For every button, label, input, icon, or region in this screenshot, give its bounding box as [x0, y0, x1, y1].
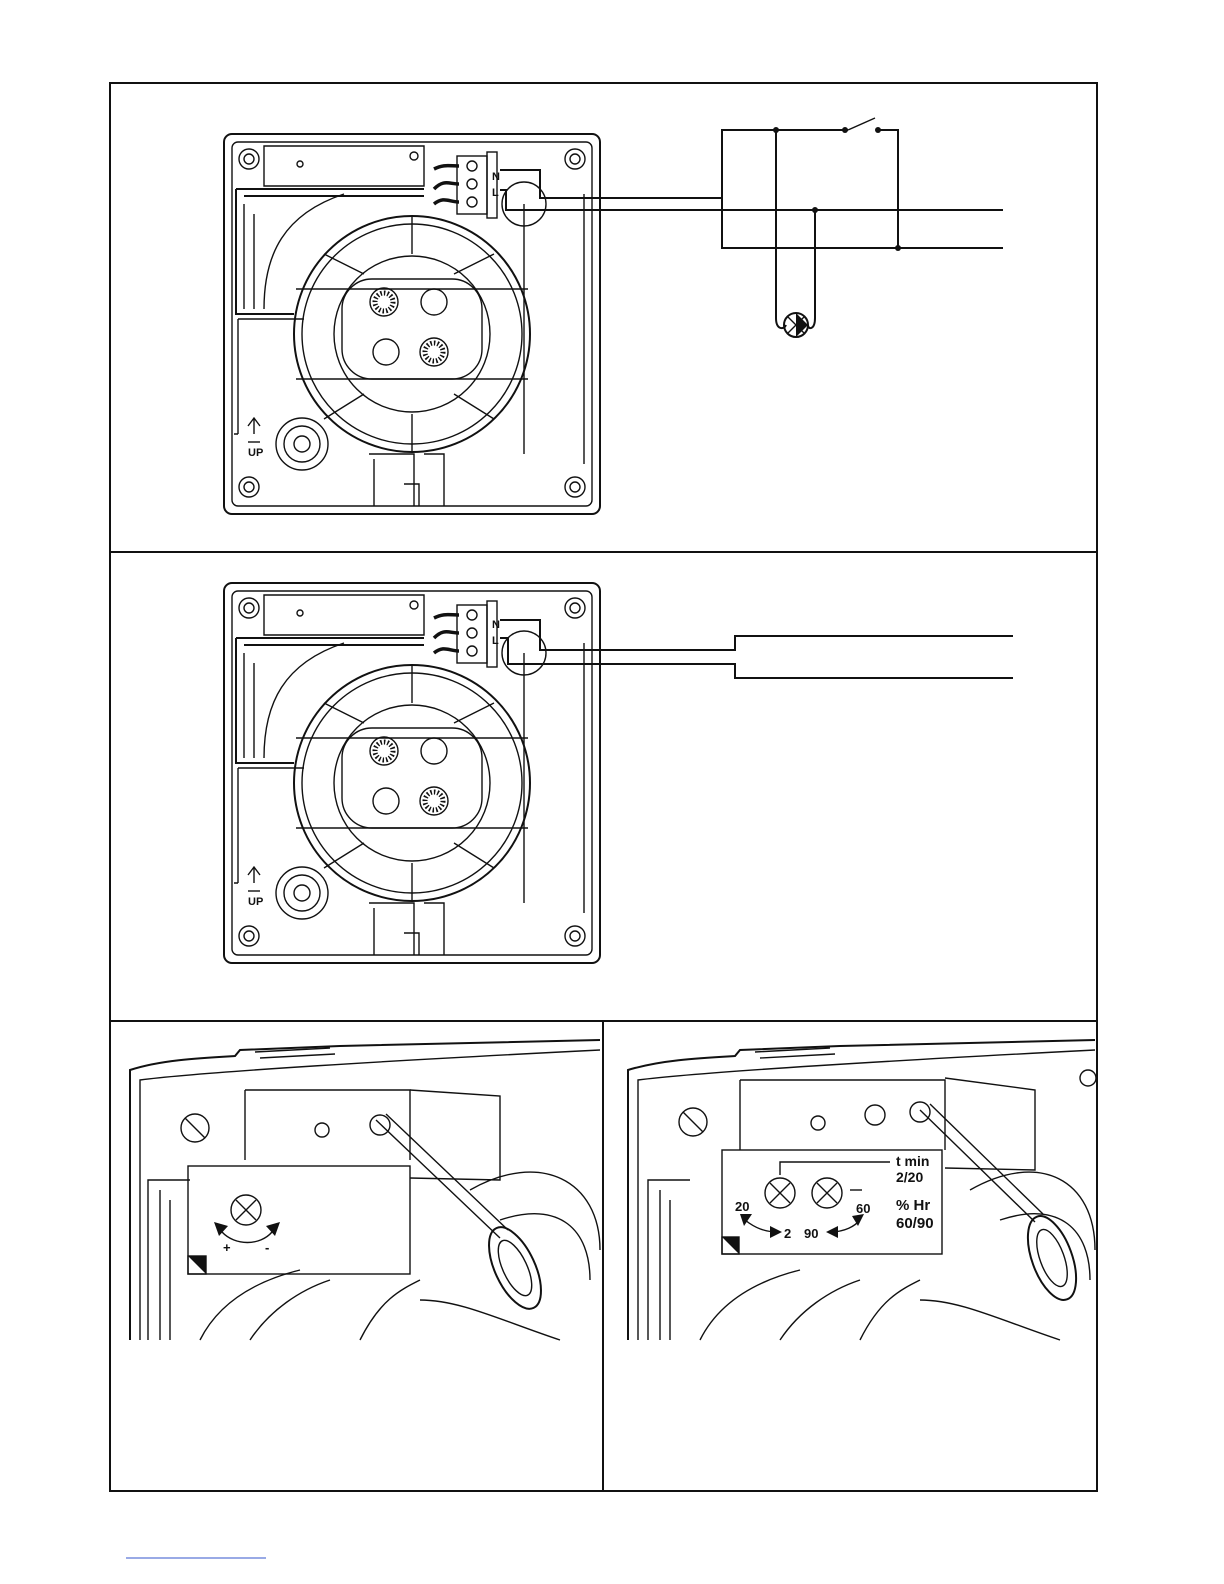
wire-neutral-2	[500, 620, 1013, 650]
adjust-dial-icon-humidity	[812, 1178, 842, 1208]
switch-icon	[848, 118, 875, 130]
humidity-dial-max: 60	[856, 1201, 870, 1216]
screwdriver-icon-2	[920, 1104, 1086, 1306]
wire-live-2	[500, 638, 1013, 678]
wire-switch-out	[878, 130, 1003, 248]
humidity-dial-min: 90	[804, 1226, 818, 1241]
up-label-2: UP	[248, 896, 263, 908]
adjust-dial-icon	[214, 1195, 280, 1243]
dial-plus: +	[223, 1240, 231, 1255]
timer-range: 2/20	[896, 1169, 923, 1185]
panel-4-humidity-adjust: 20 2 90 60 t min 2/20 % Hr 60/90	[628, 1040, 1096, 1340]
lamp-icon	[784, 313, 808, 337]
terminal-n-label: N	[492, 171, 500, 183]
screwdriver-icon	[376, 1114, 552, 1316]
wire-loop	[722, 198, 898, 248]
timer-label: t min	[896, 1153, 929, 1169]
panel-1-wiring-with-switch: N L UP	[224, 118, 1003, 514]
dial-minus: -	[265, 1240, 269, 1255]
wire-live	[500, 190, 1003, 210]
terminal-l-label-2: L	[492, 635, 499, 647]
humidity-range: 60/90	[896, 1215, 934, 1232]
terminal-n-label-2: N	[492, 619, 500, 631]
adjust-dial-icon-timer	[765, 1178, 795, 1208]
humidity-label: % Hr	[896, 1197, 930, 1214]
timer-dial-min: 2	[784, 1226, 791, 1241]
up-label: UP	[248, 447, 263, 459]
panel-3-timer-adjust: + -	[130, 1040, 600, 1340]
wire-neutral	[500, 130, 848, 198]
terminal-l-label: L	[492, 187, 499, 199]
timer-dial-max: 20	[735, 1199, 749, 1214]
timer-label-card	[188, 1166, 410, 1274]
panel-2-wiring-direct: N L UP	[224, 583, 1013, 963]
